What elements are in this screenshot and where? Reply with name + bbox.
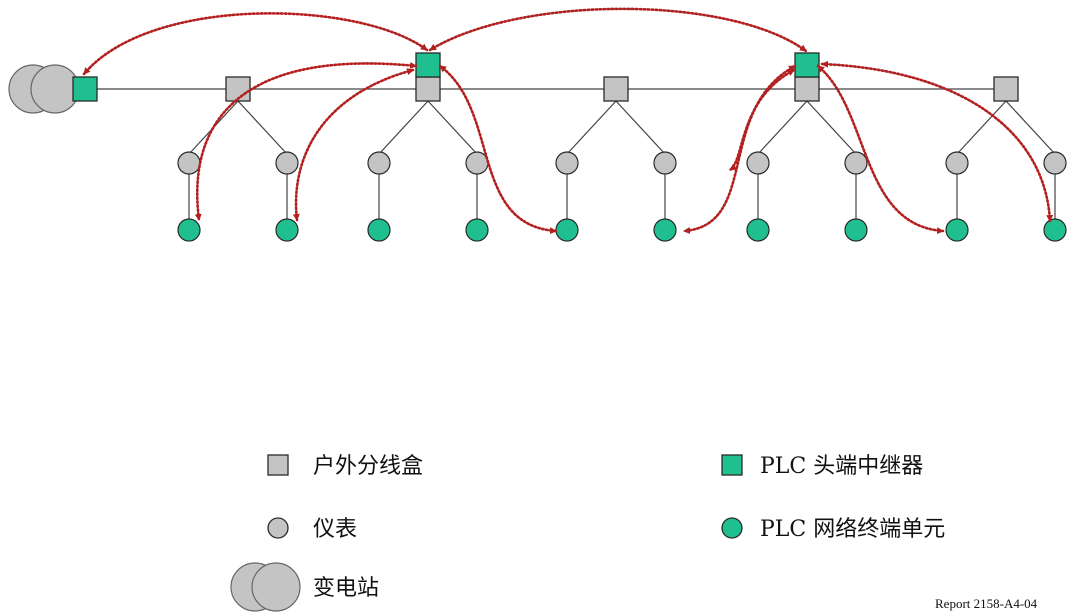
legend-plc-repeater-swatch	[721, 454, 743, 476]
plc-terminal-node	[1043, 218, 1067, 242]
plc-communication-link	[194, 61, 418, 222]
outdoor-box-node	[603, 76, 629, 102]
legend-outdoor-box-swatch	[267, 454, 289, 476]
branch-line	[757, 100, 808, 155]
branch-line	[427, 100, 478, 155]
plc-terminal-node	[844, 218, 868, 242]
report-label: Report 2158-A4-04	[935, 596, 1038, 611]
plc-terminal-node	[945, 218, 969, 242]
plc-terminal-node	[555, 218, 579, 242]
plc-terminal-node	[177, 218, 201, 242]
legend-plc-terminal-label: PLC 网络终端单元	[760, 517, 945, 542]
legend-outdoor-box-label: 户外分线盒	[313, 454, 423, 479]
plc-communication-link	[816, 64, 945, 235]
meter-node	[367, 151, 391, 175]
branch-line	[1005, 100, 1056, 155]
branch-line	[237, 100, 288, 155]
outdoor-box-node	[415, 76, 441, 102]
branch-line	[566, 100, 617, 155]
meter-node	[177, 151, 201, 175]
legend-plc-terminal-swatch	[721, 517, 743, 539]
legend-substation-label: 变电站	[313, 576, 379, 601]
meter-node	[1043, 151, 1067, 175]
meter-node	[945, 151, 969, 175]
plc-terminal-node	[653, 218, 677, 242]
outdoor-box-node	[794, 76, 820, 102]
meter-node	[746, 151, 770, 175]
meter-node	[653, 151, 677, 175]
plc-communication-link	[82, 12, 429, 76]
legend: 户外分线盒 仪表 变电站 PLC 头端中继器 PLC 网络终端单元	[230, 454, 945, 612]
plc-terminal-node	[465, 218, 489, 242]
meter-node	[465, 151, 489, 175]
plc-headend-node	[72, 76, 98, 102]
substation-symbol	[8, 64, 80, 114]
branch-line	[615, 100, 666, 155]
legend-plc-repeater-label: PLC 头端中继器	[760, 454, 923, 479]
plc-communication-link	[428, 7, 808, 53]
legend-substation-swatch	[230, 562, 301, 612]
plc-communication-link	[438, 64, 558, 235]
plc-repeater-node	[794, 52, 820, 78]
plc-communication-link	[728, 68, 796, 172]
outdoor-box-node	[993, 76, 1019, 102]
plc-communication-link	[820, 60, 1054, 223]
branch-line	[378, 100, 429, 155]
meter-node	[275, 151, 299, 175]
plc-communication-link	[292, 68, 415, 222]
plc-terminal-node	[275, 218, 299, 242]
plc-terminal-node	[746, 218, 770, 242]
plc-repeater-node	[415, 52, 441, 78]
meter-node	[844, 151, 868, 175]
meter-node	[555, 151, 579, 175]
plc-terminal-node	[367, 218, 391, 242]
legend-meter-swatch	[267, 517, 289, 539]
legend-meter-label: 仪表	[313, 517, 357, 542]
